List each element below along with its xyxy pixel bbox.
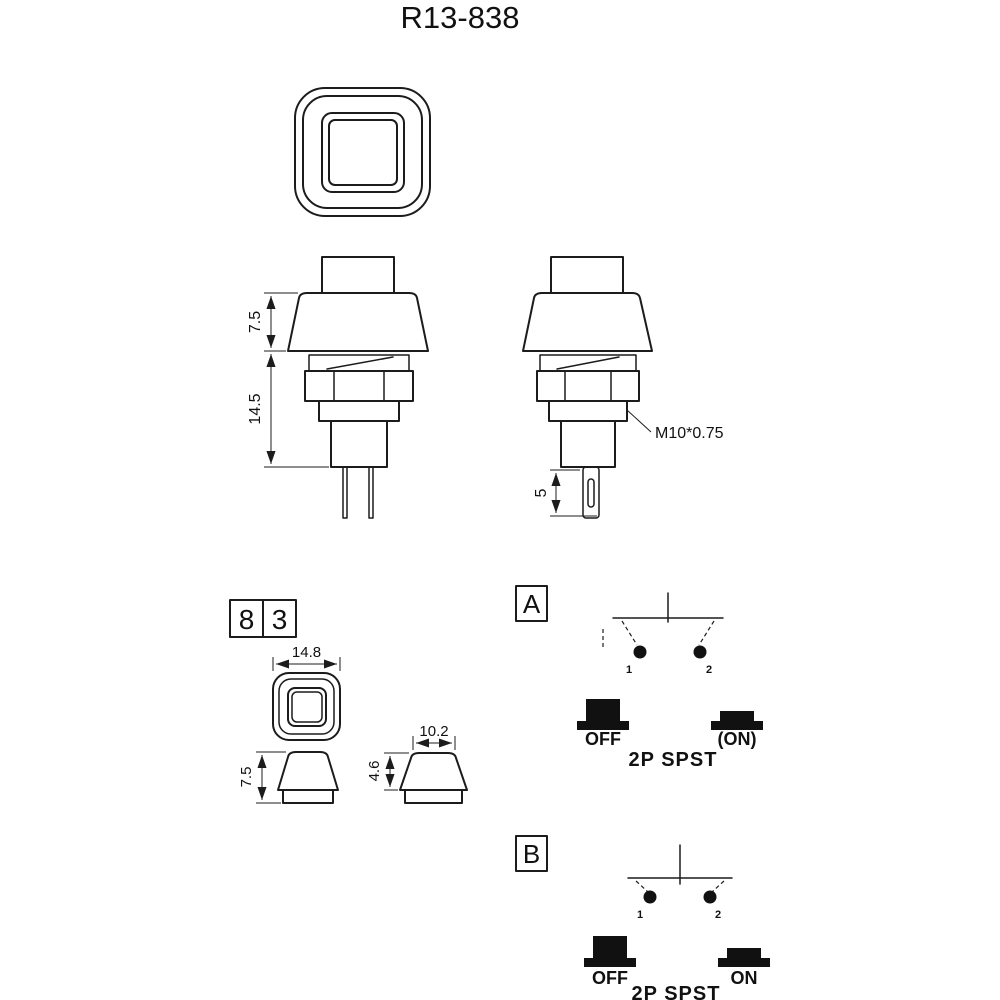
side-body (560, 420, 616, 468)
variant-b-box (515, 835, 548, 872)
circuit-a-button-states: OFF (ON) (577, 699, 763, 749)
state-label-off: OFF (585, 729, 621, 749)
contact-link-dash (621, 620, 638, 646)
side-hex-nut (536, 370, 640, 402)
terminal-dot-2 (693, 645, 707, 659)
cap-profile2-base (404, 789, 463, 804)
button-down-cap (727, 948, 761, 958)
side-nut-facets (564, 370, 612, 402)
thread-leader-line (626, 409, 652, 433)
variant-digit-1: 8 (239, 604, 255, 635)
front-terminal-pin-1 (342, 466, 348, 519)
front-nut-facets (333, 370, 385, 402)
button-up-cap (593, 936, 627, 958)
front-cap (321, 256, 395, 294)
bezel-outer-edge (294, 87, 431, 217)
part-number-title: R13-838 (401, 0, 520, 35)
cap-profile1-base (282, 789, 334, 804)
terminal-number-1: 1 (626, 664, 632, 676)
cap-detail-top-view: 14.8 (272, 644, 341, 741)
button-up-flange (584, 958, 636, 967)
circuit-a-schematic: 1 2 (602, 592, 724, 676)
variant-digit-box-2 (262, 599, 297, 638)
front-terminal-pin-2 (368, 466, 374, 519)
side-washer-split-line (556, 356, 620, 370)
button-down-flange (718, 958, 770, 967)
front-threaded-bushing (318, 400, 400, 422)
switch-type-b: 2P SPST (632, 983, 721, 1000)
state-label-on: ON (731, 968, 758, 988)
cap-detail-outer (272, 672, 341, 741)
contact-link-dash (711, 880, 725, 893)
terminal-dot-1 (633, 645, 647, 659)
cap-profile1-bezel (277, 751, 339, 791)
switch-type-a: 2P SPST (629, 749, 718, 771)
circuit-b-button-states: OFF ON (584, 936, 770, 988)
button-down-cap (720, 711, 754, 721)
bezel-inner-edge (302, 95, 423, 209)
front-bezel (287, 292, 429, 352)
thread-spec-label: M10*0.75 (655, 425, 724, 442)
side-terminal-slot (587, 478, 595, 508)
dim-label-body-height: 14.5 (247, 393, 264, 424)
cap-detail-inner (278, 678, 335, 735)
dim-label-cap-height: 7.5 (238, 767, 255, 788)
side-cap (550, 256, 624, 294)
side-view-annotations: M10*0.75 5 (533, 409, 724, 517)
terminal-number-1: 1 (637, 909, 643, 921)
side-threaded-bushing (548, 400, 628, 422)
circuit-variant-a: A 1 2 OFF (ON) 2P SPST (515, 585, 763, 771)
variant-code: 8 3 (229, 599, 297, 638)
switch-side-view (522, 256, 653, 519)
dim-label-cap-width: 14.8 (292, 644, 321, 661)
cap-detail-profile-2: 10.2 4.6 (366, 723, 468, 804)
dim-label-cap2-height: 4.6 (366, 761, 383, 782)
variant-a-label: A (523, 589, 541, 619)
variant-digit-2: 3 (272, 604, 288, 635)
switch-front-view (287, 256, 429, 519)
circuit-variant-b: B 1 2 OFF ON 2P SPST (515, 835, 770, 1000)
terminal-number-2: 2 (715, 909, 721, 921)
terminal-dot-2 (703, 890, 717, 904)
contact-link-dash (698, 620, 715, 646)
state-label-off: OFF (592, 968, 628, 988)
cap-profile2-bezel (399, 752, 468, 791)
front-washer-split-line (326, 356, 394, 370)
side-flat-terminal (582, 466, 600, 519)
terminal-dot-1 (643, 890, 657, 904)
button-down-flange (711, 721, 763, 730)
cap-outer-edge (321, 112, 405, 193)
dim-label-terminal-length: 5 (533, 488, 550, 497)
circuit-b-schematic: 1 2 (627, 844, 733, 921)
cap-detail-profile-1: 7.5 (238, 751, 339, 804)
variant-b-label: B (523, 839, 540, 869)
state-label-momentary-on: (ON) (718, 729, 757, 749)
cap-detail-button-outer (287, 687, 327, 727)
front-body (330, 420, 388, 468)
dim-label-bezel-height: 7.5 (247, 311, 264, 333)
terminal-number-2: 2 (706, 664, 712, 676)
button-top-view (294, 87, 431, 217)
contact-link-dash (635, 880, 649, 893)
button-up-cap (586, 699, 620, 721)
cap-inner-edge (328, 119, 398, 186)
cap-detail-button-inner (291, 691, 323, 723)
front-view-dimensions: 7.5 14.5 (247, 292, 329, 468)
side-bezel (522, 292, 653, 352)
variant-a-box (515, 585, 548, 622)
front-hex-nut (304, 370, 414, 402)
button-up-flange (577, 721, 629, 730)
dim-label-cap2-width: 10.2 (419, 723, 448, 740)
